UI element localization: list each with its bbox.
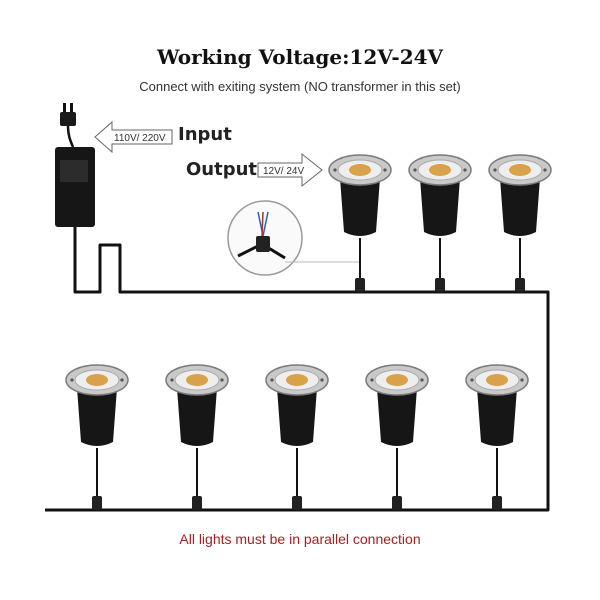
lamp-group <box>65 154 552 510</box>
lamp-icon <box>328 154 392 292</box>
connector-detail-icon <box>227 200 360 276</box>
parallel-note: All lights must be in parallel connectio… <box>179 531 421 547</box>
cable <box>45 240 550 512</box>
output-label: Output <box>186 159 258 180</box>
input-voltage: 110V/ 220V <box>114 133 166 144</box>
lamp-icon <box>365 364 429 510</box>
page-subtitle: Connect with exiting system (NO transfor… <box>139 79 461 94</box>
lamp-icon <box>488 154 552 292</box>
page-title: Working Voltage:12V-24V <box>156 45 444 69</box>
power-adapter-icon <box>55 147 95 240</box>
lamp-icon <box>465 364 529 510</box>
output-voltage: 12V/ 24V <box>263 166 304 177</box>
lamp-icon <box>265 364 329 510</box>
output-arrow: 12V/ 24V <box>257 152 323 188</box>
input-label: Input <box>178 124 232 145</box>
input-arrow: 110V/ 220V <box>94 120 173 154</box>
lamp-icon <box>65 364 129 510</box>
lamp-icon <box>165 364 229 510</box>
power-plug-icon <box>60 103 76 148</box>
lamp-icon <box>408 154 472 292</box>
